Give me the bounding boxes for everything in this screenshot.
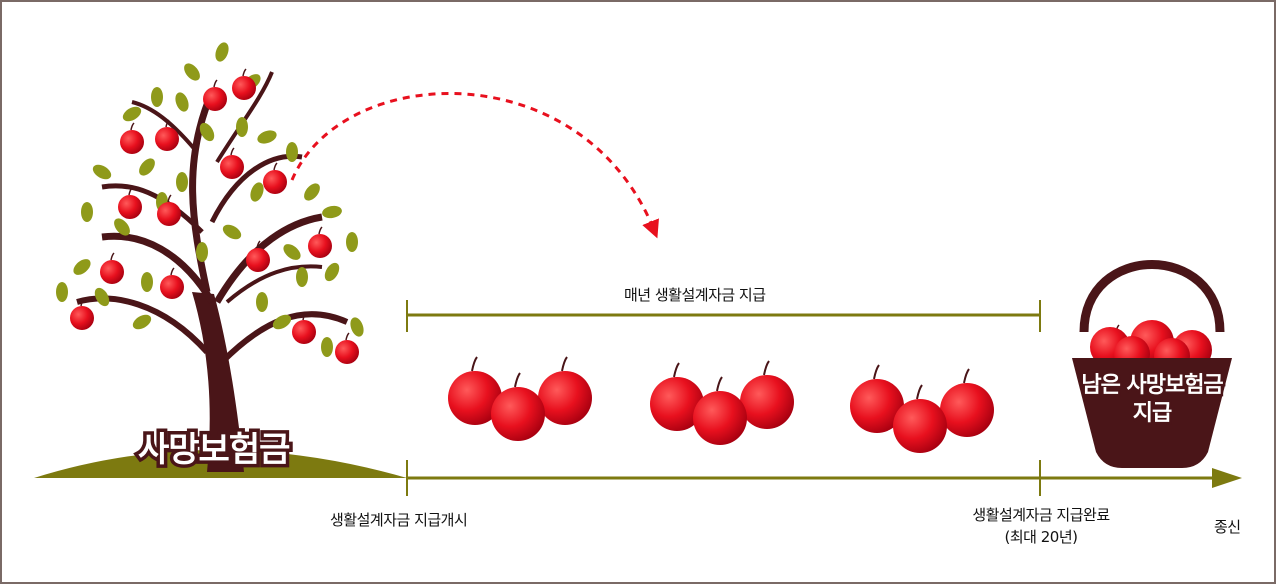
payment-flow-arrow: [290, 92, 659, 239]
payment-end-line1: 생활설계자금 지급완료: [972, 506, 1110, 524]
payment-end-line2: (최대 20년): [1004, 528, 1078, 546]
apple-cluster-icon-2: [649, 360, 795, 446]
apple-basket-icon: [1072, 260, 1232, 468]
payment-end-label: 생활설계자금 지급완료 (최대 20년): [952, 504, 1130, 548]
remaining-line2: 지급: [1130, 399, 1174, 429]
remaining-benefit-label: 남은 사망보험금 지급: [1052, 371, 1252, 429]
payment-start-label: 생활설계자금 지급개시: [330, 511, 468, 529]
apple-tree-icon: [56, 40, 367, 472]
remaining-line1: 남은 사망보험금: [1079, 371, 1226, 401]
apple-cluster-icon-1: [447, 356, 593, 442]
timeline-arrow-head: [1212, 468, 1242, 488]
apple-cluster-icon-3: [849, 364, 995, 454]
death-label: 종신: [1214, 518, 1241, 536]
death-benefit-label: 사망보험금: [134, 427, 293, 474]
annual-payment-label: 매년 생활설계자금 지급: [624, 286, 766, 304]
